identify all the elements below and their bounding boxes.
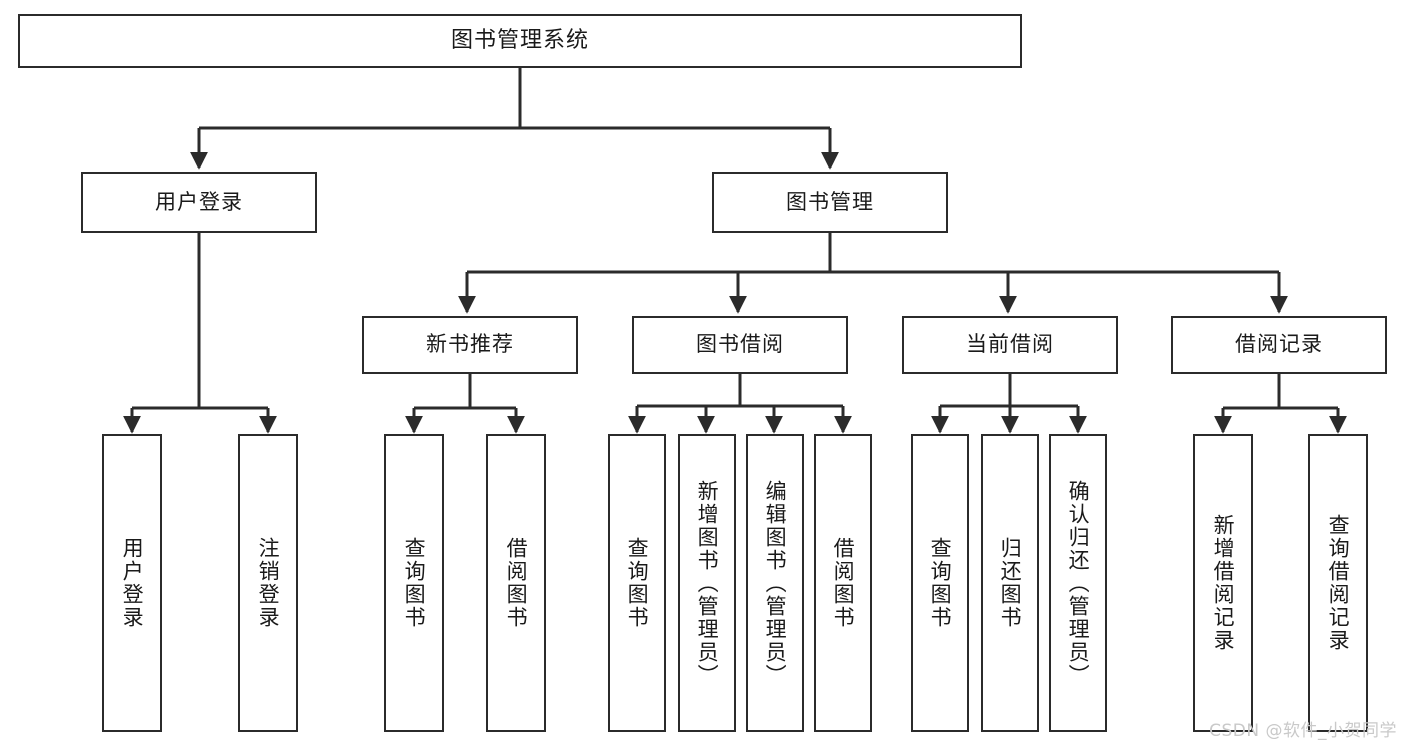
node-leaf-borrow-book-2[interactable]: 借阅图书 xyxy=(814,434,872,732)
node-leaf-query-book-2-label: 查询图书 xyxy=(625,537,650,629)
node-borrow-record-label: 借阅记录 xyxy=(1235,332,1323,357)
node-current-borrow[interactable]: 当前借阅 xyxy=(902,316,1118,374)
node-leaf-add-book-label: 新增图书（管理员） xyxy=(695,479,720,687)
node-user-login-label: 用户登录 xyxy=(155,189,243,214)
node-leaf-confirm-return[interactable]: 确认归还（管理员） xyxy=(1049,434,1107,732)
node-leaf-query-record-label: 查询借阅记录 xyxy=(1326,514,1351,652)
node-book-borrow[interactable]: 图书借阅 xyxy=(632,316,848,374)
node-leaf-borrow-book-1-label: 借阅图书 xyxy=(504,537,529,629)
node-leaf-logout-label: 注销登录 xyxy=(256,537,281,629)
node-leaf-return-book[interactable]: 归还图书 xyxy=(981,434,1039,732)
node-leaf-edit-book-label: 编辑图书（管理员） xyxy=(763,479,788,687)
node-leaf-confirm-return-label: 确认归还（管理员） xyxy=(1066,479,1091,687)
node-leaf-return-book-label: 归还图书 xyxy=(998,537,1023,629)
node-book-manage[interactable]: 图书管理 xyxy=(712,172,948,233)
node-book-manage-label: 图书管理 xyxy=(786,189,874,214)
node-leaf-logout[interactable]: 注销登录 xyxy=(238,434,298,732)
node-leaf-borrow-book-1[interactable]: 借阅图书 xyxy=(486,434,546,732)
node-borrow-record[interactable]: 借阅记录 xyxy=(1171,316,1387,374)
node-leaf-edit-book[interactable]: 编辑图书（管理员） xyxy=(746,434,804,732)
node-leaf-query-book-1[interactable]: 查询图书 xyxy=(384,434,444,732)
node-leaf-query-book-2[interactable]: 查询图书 xyxy=(608,434,666,732)
node-leaf-query-book-3-label: 查询图书 xyxy=(928,537,953,629)
node-leaf-add-record[interactable]: 新增借阅记录 xyxy=(1193,434,1253,732)
node-user-login[interactable]: 用户登录 xyxy=(81,172,317,233)
node-root-label: 图书管理系统 xyxy=(450,27,589,53)
node-new-book-recommend-label: 新书推荐 xyxy=(426,332,514,357)
node-new-book-recommend[interactable]: 新书推荐 xyxy=(362,316,578,374)
node-current-borrow-label: 当前借阅 xyxy=(966,332,1054,357)
watermark: CSDN @软件_小贺同学 xyxy=(1209,721,1397,741)
node-leaf-add-record-label: 新增借阅记录 xyxy=(1211,514,1236,652)
node-root[interactable]: 图书管理系统 xyxy=(18,14,1022,68)
node-leaf-user-login[interactable]: 用户登录 xyxy=(102,434,162,732)
node-leaf-query-book-1-label: 查询图书 xyxy=(402,537,427,629)
node-leaf-add-book[interactable]: 新增图书（管理员） xyxy=(678,434,736,732)
node-leaf-user-login-label: 用户登录 xyxy=(120,537,145,629)
node-leaf-query-book-3[interactable]: 查询图书 xyxy=(911,434,969,732)
node-leaf-borrow-book-2-label: 借阅图书 xyxy=(831,537,856,629)
node-leaf-query-record[interactable]: 查询借阅记录 xyxy=(1308,434,1368,732)
node-book-borrow-label: 图书借阅 xyxy=(696,332,784,357)
